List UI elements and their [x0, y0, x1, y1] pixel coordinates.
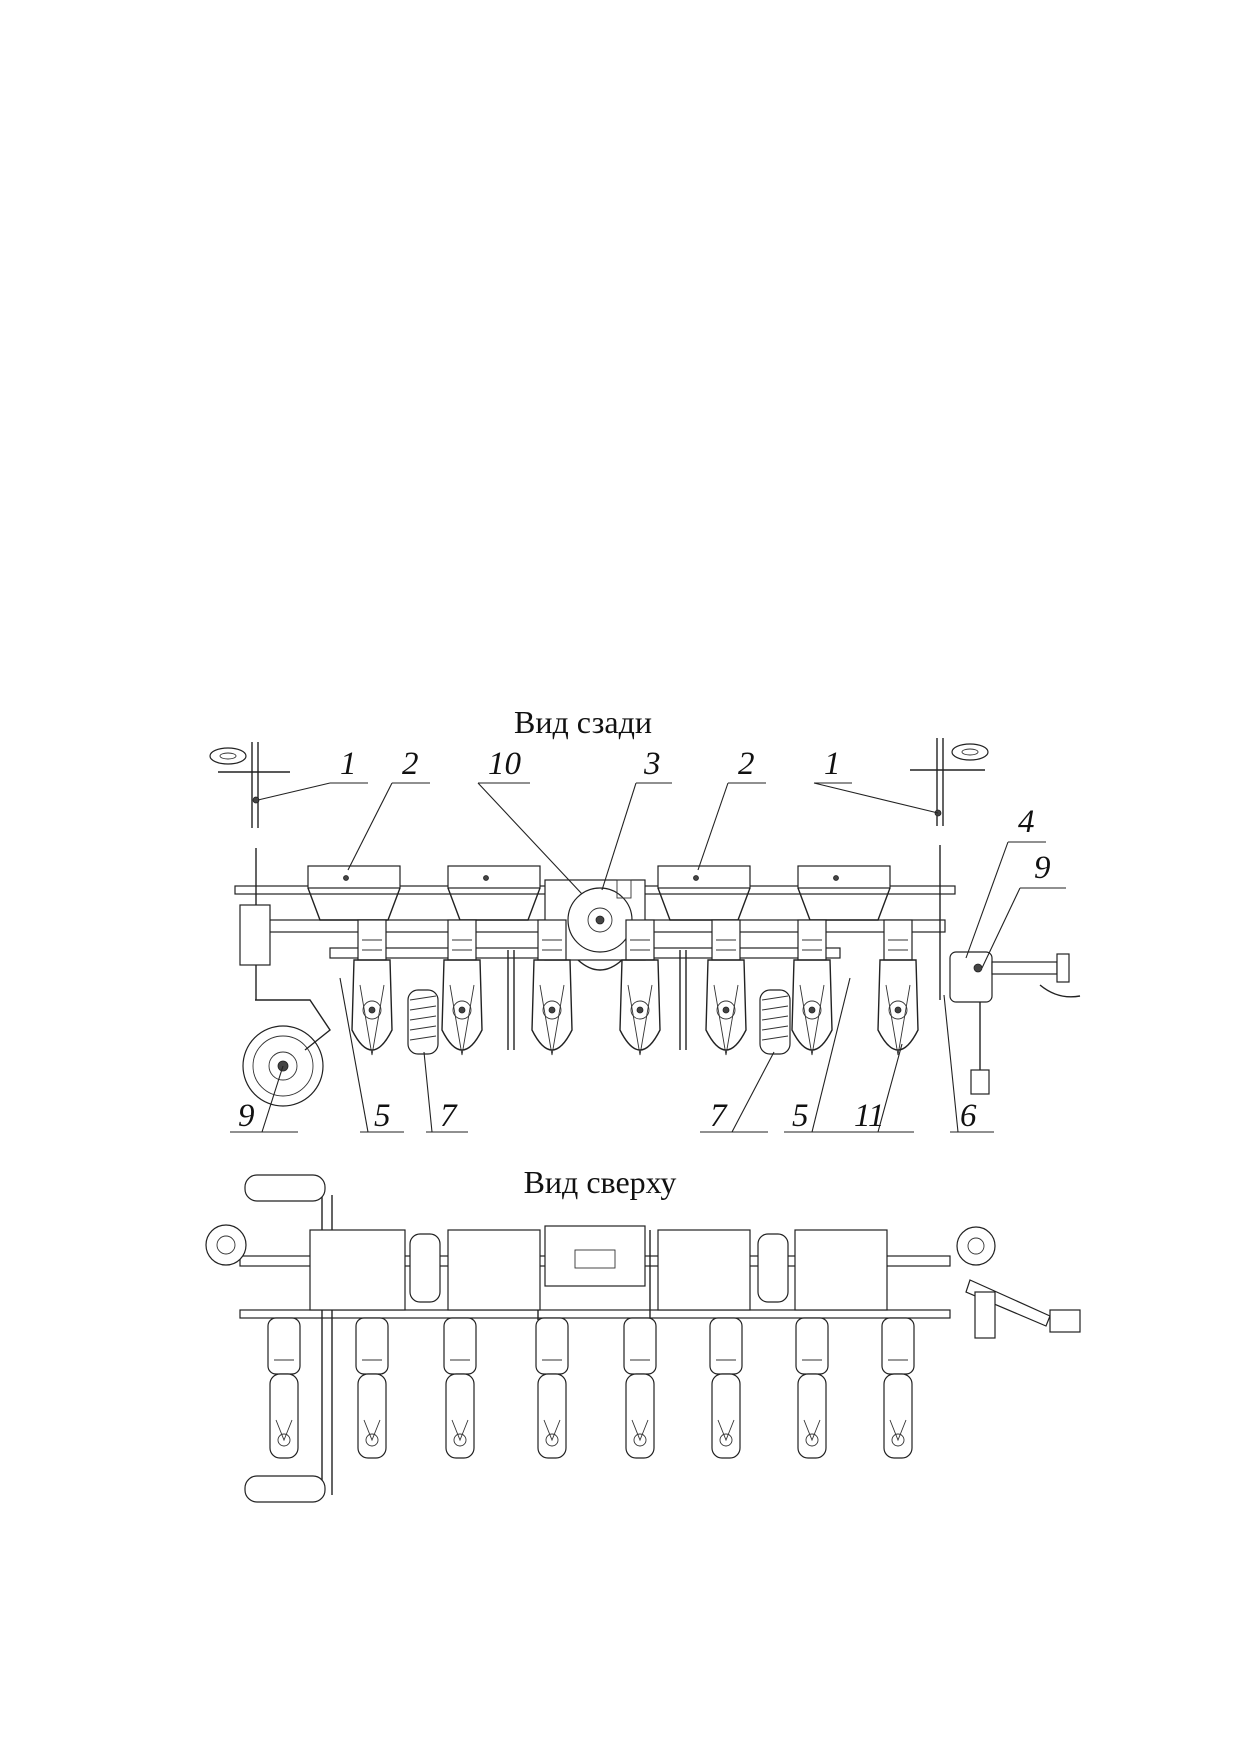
top-section	[535, 1317, 569, 1459]
seed-hopper	[797, 865, 891, 921]
top-view-drawing	[205, 1174, 1081, 1503]
callout-c2b: 2	[697, 746, 766, 871]
seed-hopper	[307, 865, 401, 921]
callout-number: 1	[340, 746, 357, 782]
callout-c1b: 1	[813, 746, 939, 814]
callout-number: 5	[792, 1098, 809, 1134]
callout-number: 6	[960, 1098, 977, 1134]
sowing-section	[351, 919, 393, 1056]
top-section	[623, 1317, 657, 1459]
callout-c9b: 9	[230, 1065, 298, 1134]
callout-number: 2	[402, 746, 419, 782]
top-section	[709, 1317, 743, 1459]
callout-c5a: 5	[339, 977, 404, 1134]
callout-number: 1	[824, 746, 841, 782]
callout-c6: 6	[943, 994, 994, 1134]
rear-view-title: Вид сзади	[514, 704, 652, 740]
seed-hoppers	[307, 865, 891, 921]
callout-number: 7	[710, 1098, 728, 1134]
callout-number: 9	[238, 1098, 255, 1134]
callout-c1a: 1	[257, 746, 368, 801]
sowing-section	[791, 919, 833, 1056]
marker-right	[910, 738, 989, 826]
callout-number: 4	[1018, 804, 1035, 840]
stands	[507, 950, 687, 1050]
top-section	[881, 1317, 915, 1459]
marker-left	[209, 742, 290, 828]
drive-wheel-left	[239, 904, 331, 1107]
callout-c2a: 2	[347, 746, 430, 871]
top-section	[443, 1317, 477, 1459]
callout-c9a: 9	[981, 850, 1066, 969]
top-section	[267, 1317, 301, 1459]
top-section	[355, 1317, 389, 1459]
callout-c3: 3	[601, 746, 672, 891]
callout-c7a: 7	[423, 1051, 468, 1134]
support-wheel-right	[759, 989, 791, 1055]
top-section	[795, 1317, 829, 1459]
callout-c5b: 5	[784, 977, 851, 1134]
top-view-sections	[267, 1317, 915, 1459]
support-wheel-left	[407, 989, 439, 1055]
callout-number: 2	[738, 746, 755, 782]
callout-number: 11	[854, 1098, 885, 1134]
callout-number: 3	[643, 746, 661, 782]
sowing-section	[877, 919, 919, 1056]
hitch	[949, 951, 1081, 1095]
callout-number: 9	[1034, 850, 1051, 886]
sowing-section	[705, 919, 747, 1056]
callout-labels: 1 2 10 3 2 1 4 9 9 5 7 7 5 11 6	[230, 746, 1066, 1134]
callout-c10: 10	[477, 746, 583, 895]
callout-c4: 4	[965, 804, 1046, 959]
sowing-section	[531, 919, 573, 1056]
callout-c11: 11	[846, 1043, 914, 1134]
sowing-sections	[351, 919, 919, 1056]
seed-hopper	[447, 865, 541, 921]
top-view-title: Вид сверху	[524, 1164, 677, 1200]
seed-hopper	[657, 865, 751, 921]
sowing-section	[441, 919, 483, 1056]
callout-number: 5	[374, 1098, 391, 1134]
callout-number: 10	[488, 746, 522, 782]
callout-number: 7	[440, 1098, 458, 1134]
sowing-section	[619, 919, 661, 1056]
callout-c7b: 7	[700, 1051, 775, 1134]
